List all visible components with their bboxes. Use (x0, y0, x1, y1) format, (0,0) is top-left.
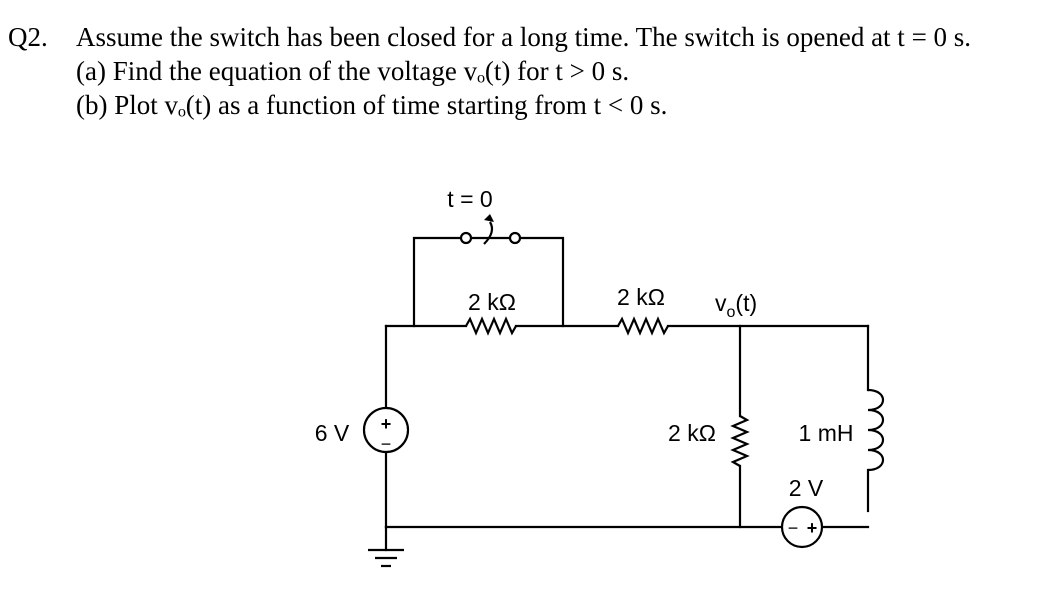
vo-label-sub: o (727, 304, 736, 321)
voltage-source-6v-label: 6 V (315, 420, 350, 446)
inductor-label: 1 mH (799, 420, 854, 446)
resistor-2-symbol (617, 316, 669, 336)
resistor-1-symbol (465, 316, 517, 336)
vo-label-main: v (715, 290, 727, 316)
switch-label: t = 0 (447, 186, 492, 212)
wire-switch-right (518, 236, 565, 328)
voltage-source-2v-minus: − (788, 518, 799, 538)
switch-arrow-icon (484, 214, 494, 222)
vo-label: vo(t) (715, 290, 757, 321)
voltage-source-6v-minus: − (381, 434, 392, 454)
question-number: Q2. (8, 22, 48, 52)
inductor-symbol (867, 388, 885, 472)
voltage-source-2v-symbol (780, 505, 824, 549)
ground-icon (368, 548, 404, 568)
switch-symbol (459, 214, 522, 245)
voltage-source-2v-plus: + (807, 518, 818, 538)
switch-right-contact (508, 231, 522, 245)
voltage-source-6v-symbol (362, 406, 410, 454)
resistor-1-label: 2 kΩ (468, 289, 516, 315)
vo-label-tail: (t) (735, 290, 757, 316)
switch-left-contact (459, 231, 473, 245)
question-statement: Assume the switch has been closed for a … (76, 22, 972, 52)
resistor-3-label: 2 kΩ (668, 420, 716, 446)
wire-switch-left (412, 236, 462, 328)
question-statement-line: Q2. Assume the switch has been closed for… (8, 20, 971, 54)
question-part-a: (a) Find the equation of the voltage vₒ(… (76, 56, 630, 86)
resistor-3-symbol (730, 415, 750, 467)
voltage-source-6v-plus: + (381, 414, 392, 434)
question-text: Q2. Assume the switch has been closed for… (8, 20, 971, 122)
voltage-source-2v-label: 2 V (789, 475, 824, 501)
question-part-b: (b) Plot vₒ(t) as a function of time sta… (76, 90, 668, 120)
resistor-2-label: 2 kΩ (617, 284, 665, 310)
switch-arrow-arc (483, 221, 494, 245)
